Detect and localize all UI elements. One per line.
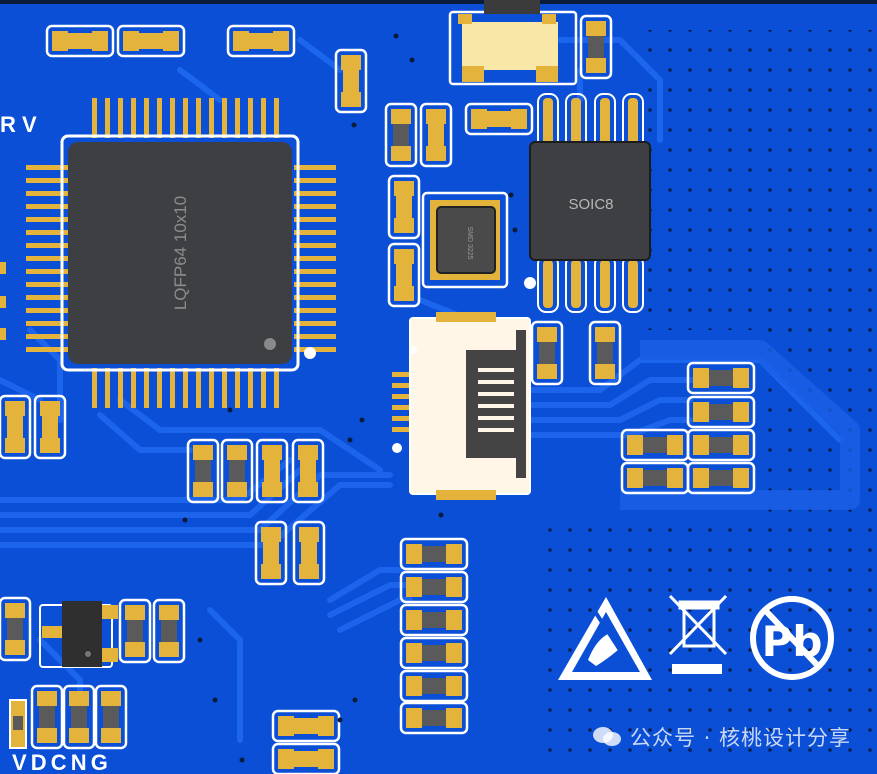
mcu-label: LQFP64 10x10 [171,196,190,310]
soic8-label: SOIC8 [568,196,613,213]
sot23 [39,601,118,668]
crystal: SMD 3225 [421,191,509,289]
silk-bottom-left: V D C N G [12,750,108,774]
crystal-label: SMD 3225 [466,226,473,259]
silk-top-left: R V [0,112,37,137]
top-connector [448,0,578,86]
watermark-text: 公众号 · 核桃设计分享 [629,726,851,750]
passives [0,14,756,774]
soic8-chip: SOIC8 [524,93,651,313]
mcu-chip: LQFP64 10x10 [26,98,336,408]
weee-bin-icon [668,594,728,674]
wechat-icon [592,727,621,746]
lead-free-icon: Pb [750,596,834,680]
esd-warning-icon [558,597,652,680]
fpc-connector [392,312,531,500]
watermark: 公众号 · 核桃设计分享 [592,722,851,752]
